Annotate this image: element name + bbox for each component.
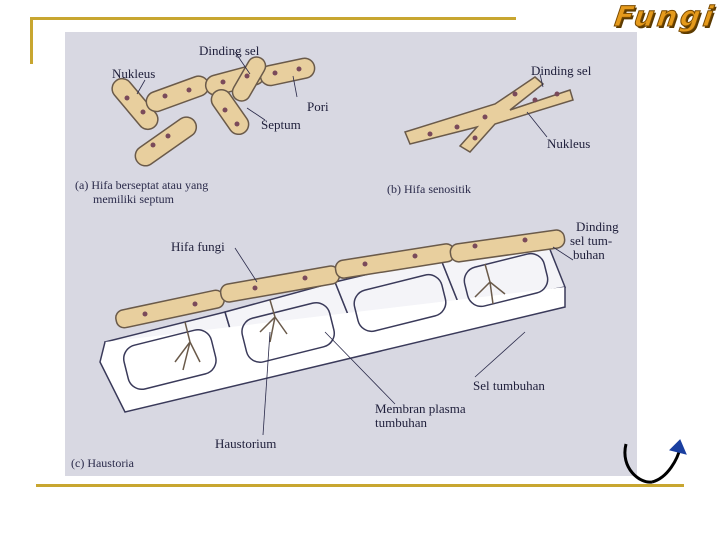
label-pori: Pori <box>307 100 329 113</box>
label-membran-1: Membran plasma <box>375 402 466 415</box>
label-membran-2: tumbuhan <box>375 416 427 429</box>
caption-a-line1: (a) Hifa berseptat atau yang <box>75 178 208 192</box>
label-nukleus-a: Nukleus <box>112 67 155 80</box>
label-dinding-sel-a: Dinding sel <box>199 44 259 57</box>
label-haustorium: Haustorium <box>215 437 276 450</box>
label-dinding-sel-b: Dinding sel <box>531 64 591 77</box>
label-dinding-sel-tumbuhan-2: sel tum- <box>570 234 612 247</box>
fungi-hyphae-figure: Dinding sel Nukleus Pori Septum Dinding … <box>65 32 637 476</box>
bottom-rule <box>36 484 684 487</box>
label-nukleus-b: Nukleus <box>547 137 590 150</box>
label-hifa-fungi: Hifa fungi <box>171 240 225 253</box>
label-dinding-sel-tumbuhan-3: buhan <box>573 248 605 261</box>
slide-title: Fungi <box>613 0 719 33</box>
left-rule <box>30 17 33 64</box>
diagram-drawing <box>65 32 637 476</box>
return-arrow-icon[interactable] <box>612 438 688 486</box>
label-sel-tumbuhan: Sel tumbuhan <box>473 379 545 392</box>
caption-a-line2: memiliki septum <box>93 192 174 206</box>
label-dinding-sel-tumbuhan-1: Dinding <box>576 220 619 233</box>
caption-b: (b) Hifa senositik <box>387 182 471 196</box>
label-septum: Septum <box>261 118 301 131</box>
top-rule <box>30 17 516 20</box>
caption-c: (c) Haustoria <box>71 456 134 470</box>
